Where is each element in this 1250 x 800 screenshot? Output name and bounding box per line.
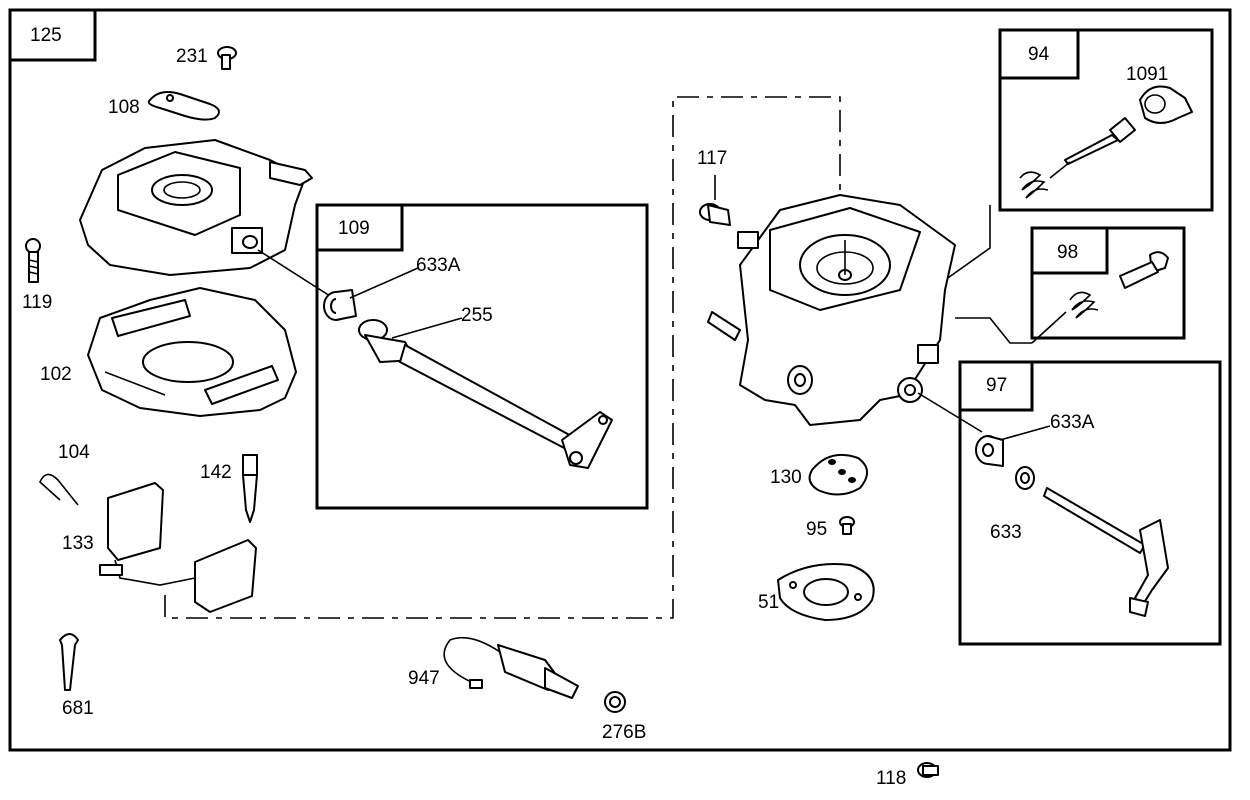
gasket-icon [87, 287, 297, 417]
kit-94-tag-box [998, 28, 1080, 80]
throttle-plate-icon [808, 454, 868, 496]
part-label-142: 142 [200, 462, 232, 483]
gasket-icon [777, 563, 875, 621]
cap-icon [1139, 85, 1193, 124]
leader-line-94 [1049, 161, 1071, 179]
washer-icon [1015, 466, 1035, 490]
kit-94-box [998, 28, 1214, 212]
screw-icon [1119, 251, 1169, 289]
part-label-119: 119 [22, 292, 52, 313]
part-label-118: 118 [876, 768, 906, 789]
kit-109-box [315, 203, 649, 510]
clip-icon [39, 473, 79, 506]
float-bowl-cover-icon [79, 139, 313, 276]
kit-98-tag-box [1030, 226, 1109, 275]
spring-icon [1069, 291, 1099, 319]
part-label-231: 231 [176, 46, 208, 67]
leader-line-98 [1031, 311, 1067, 344]
kit-109-tag-box [315, 203, 404, 252]
leader-line-body-97 [917, 392, 983, 433]
part-label-130: 130 [770, 467, 802, 488]
plug-icon [699, 203, 731, 226]
connector-line-body-to-98b [955, 317, 1032, 344]
bushing-icon [323, 289, 357, 321]
kit-tag-109: 109 [338, 218, 370, 239]
screw-icon [917, 762, 939, 778]
part-label-633a-right: 633A [1050, 412, 1095, 433]
part-label-117: 117 [697, 148, 727, 169]
spring-icon [1019, 171, 1049, 199]
connector-line-bottom [164, 96, 841, 619]
part-label-255: 255 [461, 305, 493, 326]
part-label-102: 102 [40, 364, 72, 385]
connector-line-body-to-98 [944, 205, 991, 281]
part-label-133: 133 [62, 533, 94, 554]
part-label-633a-left: 633A [416, 255, 461, 276]
leader-line-633a-left [349, 267, 419, 299]
leader-line-cover [257, 249, 331, 297]
part-label-1091: 1091 [1126, 64, 1168, 85]
assembly-tag-125: 125 [30, 25, 62, 46]
throttle-shaft-icon [358, 319, 613, 469]
part-label-276b: 276B [602, 722, 646, 743]
part-label-633: 633 [990, 522, 1022, 543]
float-icon [99, 482, 257, 613]
part-label-681: 681 [62, 698, 94, 719]
part-label-104: 104 [58, 442, 90, 463]
pin-icon [59, 633, 79, 691]
kit-tag-98: 98 [1057, 242, 1078, 263]
kit-tag-94: 94 [1028, 44, 1050, 65]
needle-valve-icon [1064, 117, 1136, 165]
kit-tag-97: 97 [986, 375, 1007, 396]
screw-icon [25, 238, 41, 283]
kit-97-tag-box [958, 360, 1034, 412]
carburetor-body-icon [707, 194, 956, 426]
screw-icon [217, 46, 237, 70]
screw-icon [839, 516, 855, 535]
bushing-icon [975, 435, 1004, 467]
part-label-95: 95 [806, 519, 827, 540]
gasket-icon [147, 91, 220, 121]
solenoid-icon [443, 636, 579, 699]
part-label-108: 108 [108, 97, 140, 118]
throttle-shaft-icon [1043, 487, 1169, 617]
assembly-tag-box [8, 8, 97, 62]
part-label-947: 947 [408, 668, 440, 689]
kit-97-box [958, 360, 1222, 646]
assembly-frame [8, 8, 1232, 752]
leader-line-255 [391, 317, 463, 339]
leader-line-633a-right [999, 425, 1051, 441]
washer-icon [604, 691, 626, 713]
part-label-51: 51 [758, 592, 779, 613]
needle-valve-icon [242, 454, 258, 523]
